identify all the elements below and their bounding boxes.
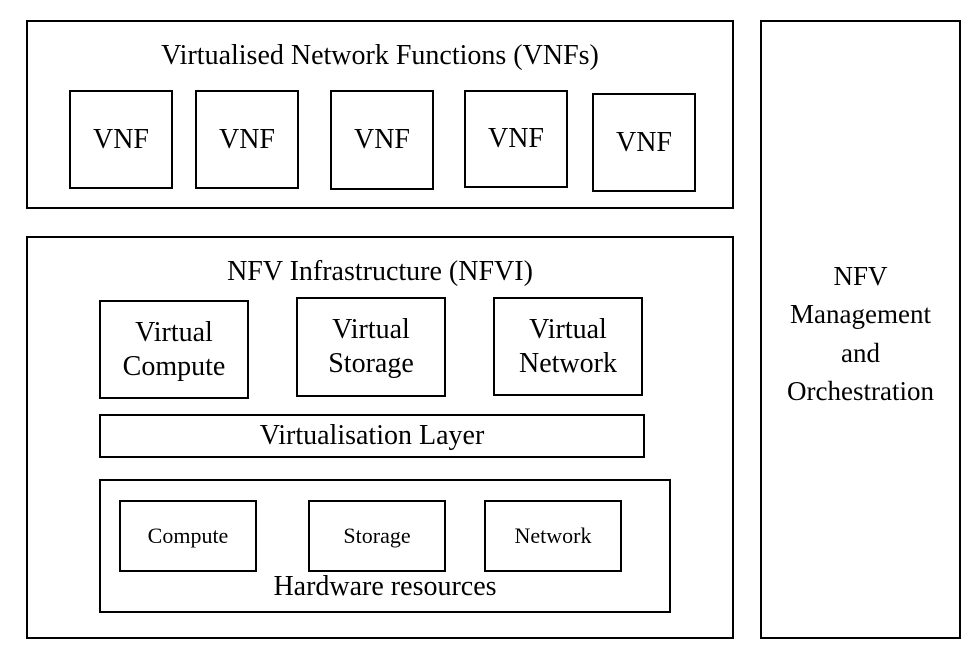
virtual-compute-line-1: Virtual [135, 316, 213, 348]
hardware-storage-label: Storage [343, 523, 411, 548]
nfvi-section: NFV Infrastructure (NFVI) Virtual Comput… [26, 236, 734, 639]
vnf-label: VNF [353, 124, 410, 155]
virtualisation-layer-box: Virtualisation Layer [99, 414, 645, 458]
nfv-mano-line-3: and [841, 337, 880, 368]
hardware-compute-box: Compute [119, 500, 257, 572]
nfvi-section-title: NFV Infrastructure (NFVI) [227, 256, 533, 287]
vnf-box: VNF [195, 90, 299, 189]
virtual-storage-box: Virtual Storage [296, 297, 446, 397]
virtual-storage-line-1: Virtual [332, 314, 410, 346]
nfv-mano-section: NFV Management and Orchestration [760, 20, 961, 639]
vnf-section: Virtualised Network Functions (VNFs) VNF… [26, 20, 734, 209]
nfv-mano-line-2: Management [790, 299, 931, 330]
vnf-box: VNF [69, 90, 173, 189]
virtual-network-box: Virtual Network [493, 297, 643, 396]
virtual-storage-line-2: Storage [328, 348, 414, 379]
hardware-storage-box: Storage [308, 500, 446, 572]
vnf-label: VNF [218, 123, 275, 155]
hardware-compute-label: Compute [147, 523, 229, 548]
vnf-section-title: Virtualised Network Functions (VNFs) [161, 40, 599, 71]
hardware-network-box: Network [484, 500, 622, 572]
vnf-label: VNF [92, 123, 149, 155]
virtual-compute-box: Virtual Compute [99, 300, 249, 399]
nfv-mano-label: NFV Management and Orchestration [762, 257, 959, 410]
vnf-label: VNF [615, 126, 672, 158]
hardware-resources-label: Hardware resources [273, 571, 497, 602]
hardware-resources-box: Compute Storage Network Hardware resourc… [99, 479, 671, 613]
hardware-network-label: Network [514, 523, 592, 548]
virtual-network-line-1: Virtual [529, 313, 607, 345]
vnf-box: VNF [592, 93, 696, 192]
vnf-box: VNF [330, 90, 434, 190]
virtual-network-line-2: Network [519, 347, 617, 379]
nfv-mano-line-4: Orchestration [787, 375, 934, 406]
nfv-mano-line-1: NFV [833, 261, 888, 291]
vnf-box: VNF [464, 90, 568, 188]
virtualisation-layer-label: Virtualisation Layer [259, 420, 485, 451]
vnf-label: VNF [487, 123, 544, 154]
virtual-compute-line-2: Compute [122, 350, 226, 382]
